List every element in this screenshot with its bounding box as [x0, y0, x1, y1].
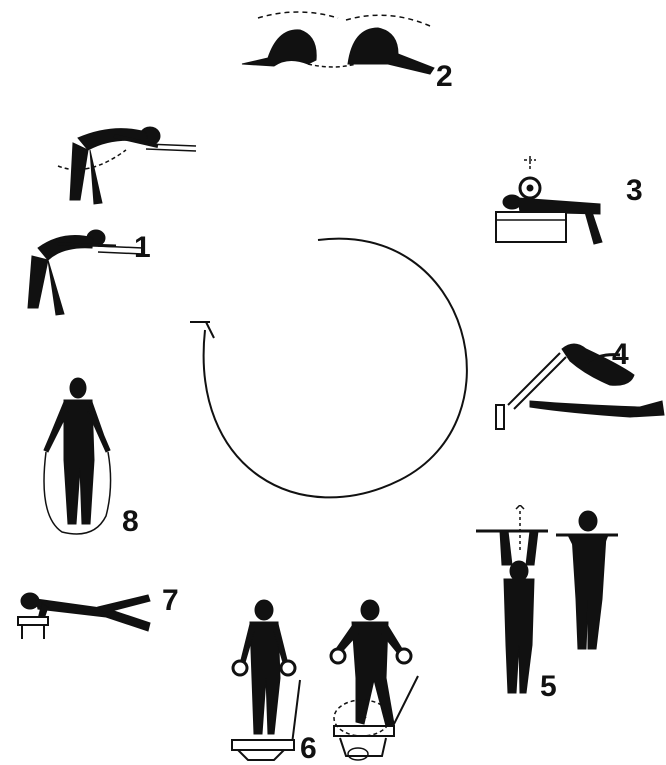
station-1-label: 1: [134, 233, 151, 263]
station-5-label: 5: [540, 672, 557, 702]
jump-rope-figure: [34, 376, 124, 536]
bent-over-row-figure: [18, 118, 198, 323]
station-6-label: 6: [300, 734, 317, 764]
station-4-label: 4: [612, 340, 629, 370]
bench-press-figure: [490, 150, 615, 250]
dumbbell-step-up-figure: [222, 598, 422, 764]
station-2-label: 2: [436, 62, 453, 92]
station-3-label: 3: [626, 176, 643, 206]
station-8-label: 8: [122, 507, 139, 537]
rocking-stretch-figure: [238, 8, 438, 78]
push-up-figure: [8, 585, 158, 645]
station-7-label: 7: [162, 586, 179, 616]
incline-sit-up-figure: [490, 335, 666, 435]
